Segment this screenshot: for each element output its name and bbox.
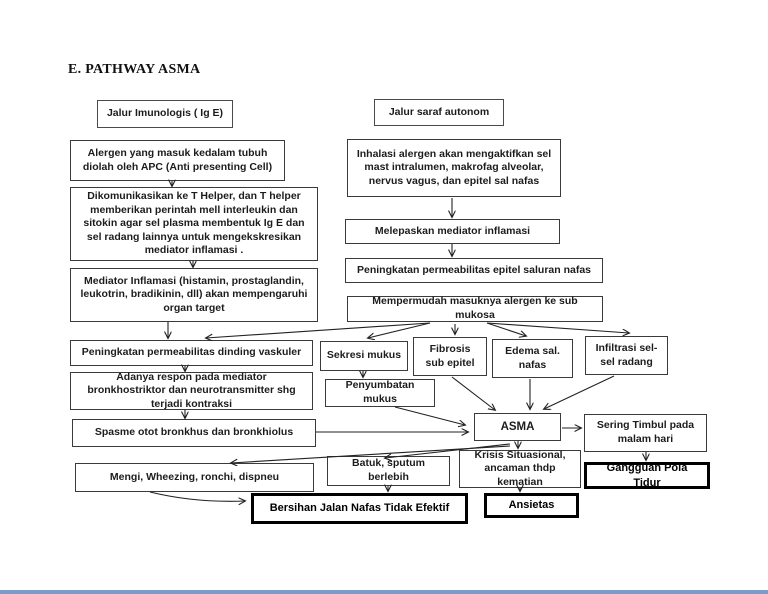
node-mempermudah-alergen: Mempermudah masuknya alergen ke sub muko… xyxy=(347,295,603,322)
node-sekresi-mukus: Sekresi mukus xyxy=(320,341,408,371)
node-dikomunikasikan-t-helper: Dikomunikasikan ke T Helper, dan T helpe… xyxy=(70,187,318,261)
node-krisis-situasional: Krisis Situasional, ancaman thdp kematia… xyxy=(459,449,581,488)
node-edema-sal-nafas: Edema sal. nafas xyxy=(492,339,573,378)
node-respon-bronkhostriktor: Adanya respon pada mediator bronkhostrik… xyxy=(70,371,313,410)
node-penyumbatan-mukus: Penyumbatan mukus xyxy=(325,379,435,407)
node-gangguan-pola-tidur: Gangguan Pola Tidur xyxy=(584,462,710,489)
node-mengi-wheezing: Mengi, Wheezing, ronchi, dispneu xyxy=(75,463,314,492)
node-inhalasi-alergen: Inhalasi alergen akan mengaktifkan sel m… xyxy=(347,139,561,197)
node-bersihan-jalan-nafas: Bersihan Jalan Nafas Tidak Efektif xyxy=(251,493,468,524)
node-spasme-bronkhus: Spasme otot bronkhus dan bronkhiolus xyxy=(72,419,316,447)
node-ansietas: Ansietas xyxy=(484,493,579,518)
edge-mengi-bersihan xyxy=(149,491,245,501)
node-asma: ASMA xyxy=(474,413,561,441)
node-sering-timbul-malam: Sering Timbul pada malam hari xyxy=(584,414,707,452)
edge-mempermudah-vaskuler xyxy=(206,322,431,338)
page-title: E. PATHWAY ASMA xyxy=(68,62,201,77)
edge-infiltrasi-asma xyxy=(544,375,615,409)
edge-mempermudah-sekresi xyxy=(368,322,431,338)
node-infiltrasi-radang: Infiltrasi sel-sel radang xyxy=(585,336,668,375)
edge-fibrosis-asma xyxy=(451,376,495,410)
node-mediator-inflamasi: Mediator Inflamasi (histamin, prostaglan… xyxy=(70,268,318,322)
node-fibrosis-sub-epitel: Fibrosis sub epitel xyxy=(413,337,487,376)
edge-mempermudah-infiltrasi xyxy=(486,322,629,333)
node-batuk-sputum: Batuk, sputum berlebih xyxy=(327,456,450,486)
node-jalur-imunologis: Jalur Imunologis ( Ig E) xyxy=(97,100,233,128)
edge-penyumbatan-asma xyxy=(394,406,465,425)
node-alergen-apc: Alergen yang masuk kedalam tubuh diolah … xyxy=(70,140,285,181)
page-bottom-edge xyxy=(0,590,768,594)
node-melepaskan-mediator: Melepaskan mediator inflamasi xyxy=(345,219,560,244)
node-permeabilitas-vaskuler: Peningkatan permeabilitas dinding vaskul… xyxy=(70,340,313,366)
edge-mempermudah-edema xyxy=(486,322,526,336)
node-jalur-saraf-autonom: Jalur saraf autonom xyxy=(374,99,504,126)
node-permeabilitas-epitel: Peningkatan permeabilitas epitel saluran… xyxy=(345,258,603,283)
